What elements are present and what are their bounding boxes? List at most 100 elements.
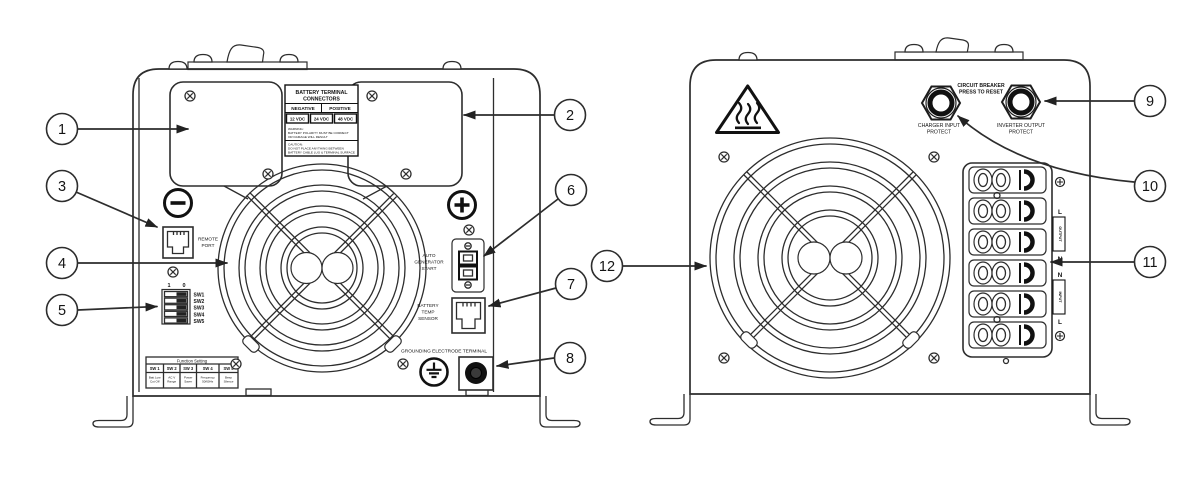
callout-2: 2: [463, 98, 587, 132]
charger-label1: CHARGER INPUT: [918, 123, 960, 129]
caution-line1: CAUTION:: [288, 143, 303, 147]
callout-3: 3: [45, 169, 158, 228]
caution-line2: DO NOT PLACE ANYTHING BETWEEN: [288, 147, 344, 151]
sw5-label: SW5: [194, 319, 205, 325]
caution-line3: BATTERY CABLE LUG & TERMINAL SURFACE: [288, 151, 355, 155]
dip-on-label: 1: [167, 283, 170, 289]
charger-input-breaker: [922, 87, 960, 120]
terminal-side-labels: L OUTPUT N N INPUT L: [1052, 176, 1066, 342]
terminal-row: [968, 259, 1047, 287]
remote-port: REMOTE PORT: [162, 226, 218, 259]
callout-4: 4: [45, 246, 228, 280]
table-header-sw1: SW 1: [150, 366, 161, 371]
bts-label2: TEMP: [421, 310, 434, 315]
sw2-label: SW2: [194, 299, 205, 305]
battery-cover-left: [169, 81, 283, 187]
callout-number: 9: [1146, 94, 1154, 110]
left-unit: BATTERY TERMINAL CONNECTORS NEGATIVE POS…: [92, 44, 581, 428]
ac-terminal-block: L OUTPUT N N INPUT L: [962, 162, 1066, 358]
callout-8: 8: [496, 341, 587, 375]
ground-screw-icon: [1054, 330, 1066, 342]
battery-label-title2: CONNECTORS: [303, 97, 340, 103]
terminal-row: [968, 228, 1047, 256]
positive-terminal-icon: [447, 190, 477, 220]
table-header-sw5: SW 5: [223, 366, 234, 371]
inverter-label2: PROTECT: [1009, 130, 1033, 136]
ground-symbol-icon: [419, 357, 449, 387]
table-header-sw4: SW 4: [203, 366, 214, 371]
breaker-title2: PRESS TO RESET: [959, 90, 1004, 96]
input-label: INPUT: [1058, 291, 1062, 303]
callout-number: 6: [567, 183, 575, 199]
callout-number: 12: [599, 259, 615, 275]
top-switch-plate-left: [187, 44, 308, 71]
inner-panel-lines: [138, 78, 495, 392]
vdc-24: 24 VDC: [314, 117, 330, 122]
hot-surface-warning-icon: [715, 84, 780, 134]
callout-number: 8: [566, 351, 574, 367]
power-lever-icon: [226, 44, 265, 63]
callout-1: 1: [45, 112, 189, 146]
callout-11: 11: [1050, 245, 1167, 279]
callout-number: 1: [58, 122, 66, 138]
table-cell: Range: [167, 380, 176, 384]
callout-12: 12: [590, 249, 707, 283]
power-lever-icon: [935, 37, 970, 53]
table-cell: Silence: [224, 380, 234, 384]
remote-port-label1: REMOTE: [198, 237, 218, 242]
vdc-48: 48 VDC: [338, 117, 354, 122]
charger-label2: PROTECT: [927, 130, 951, 136]
dip-switch-block: 1 0 SW1 SW2 SW3 SW4 SW5: [161, 283, 205, 325]
table-values: Batt Low Cut Off AC V Range Power Saver …: [149, 376, 234, 384]
table-cell: Batt Low: [149, 376, 162, 380]
mounting-flanges-left-unit: [92, 396, 581, 428]
table-cell: 50/60Hz: [202, 380, 214, 384]
callout-9: 9: [1044, 84, 1167, 118]
callout-number: 5: [58, 303, 66, 319]
warning-line2: BATTERY POLARITY MUST BE CORRECT: [288, 131, 349, 135]
table-header-sw3: SW 3: [183, 366, 194, 371]
ags-label2: GENERATOR: [414, 260, 444, 265]
fan-grille-right: [709, 137, 951, 379]
terminal-row: [968, 321, 1047, 349]
table-title: Function Setting: [177, 358, 208, 363]
callout-10: 10: [957, 115, 1167, 203]
output-l-label: L: [1058, 209, 1062, 216]
inverter-output-breaker: [1002, 86, 1040, 119]
callout-7: 7: [488, 267, 588, 308]
sw3-label: SW3: [194, 306, 205, 312]
bts-label3: SENSOR: [418, 316, 438, 321]
callout-6: 6: [483, 173, 588, 257]
ags-label3: START: [422, 266, 437, 271]
callout-number: 7: [567, 277, 575, 293]
positive-header: POSITIVE: [329, 106, 351, 111]
table-cell: Power: [184, 376, 193, 380]
function-setting-table: Function Setting SW 1 SW 2 SW 3 SW 4 SW …: [145, 356, 239, 389]
callout-number: 3: [58, 179, 66, 195]
fan-grille-left: [217, 163, 427, 373]
remote-port-label2: PORT: [202, 243, 215, 248]
input-n-label: N: [1058, 272, 1063, 279]
callout-number: 11: [1142, 255, 1157, 271]
right-unit: CIRCUIT BREAKER PRESS TO RESET CHARGER I…: [649, 37, 1131, 426]
chassis-screws-right-unit: [718, 151, 1010, 365]
bottom-tab: [245, 388, 272, 397]
table-cell: Saver: [184, 380, 192, 384]
breaker-title1: CIRCUIT BREAKER: [957, 83, 1005, 89]
callout-number: 2: [566, 108, 574, 124]
battery-label-title: BATTERY TERMINAL: [295, 90, 348, 96]
sw1-label: SW1: [194, 293, 205, 299]
dip-off-label: 0: [182, 283, 185, 289]
callout-number: 4: [58, 256, 66, 272]
sw4-label: SW4: [194, 312, 205, 318]
ags-label1: AUTO: [423, 253, 436, 258]
terminal-row: [968, 197, 1047, 225]
terminal-row: [968, 166, 1047, 194]
callout-number: 10: [1142, 179, 1158, 195]
left-unit-body: [132, 68, 541, 397]
inverter-label1: INVERTER OUTPUT: [997, 123, 1045, 129]
dip-switch-rows: [163, 290, 189, 324]
negative-header: NEGATIVE: [291, 106, 315, 111]
right-unit-body: [689, 59, 1091, 395]
